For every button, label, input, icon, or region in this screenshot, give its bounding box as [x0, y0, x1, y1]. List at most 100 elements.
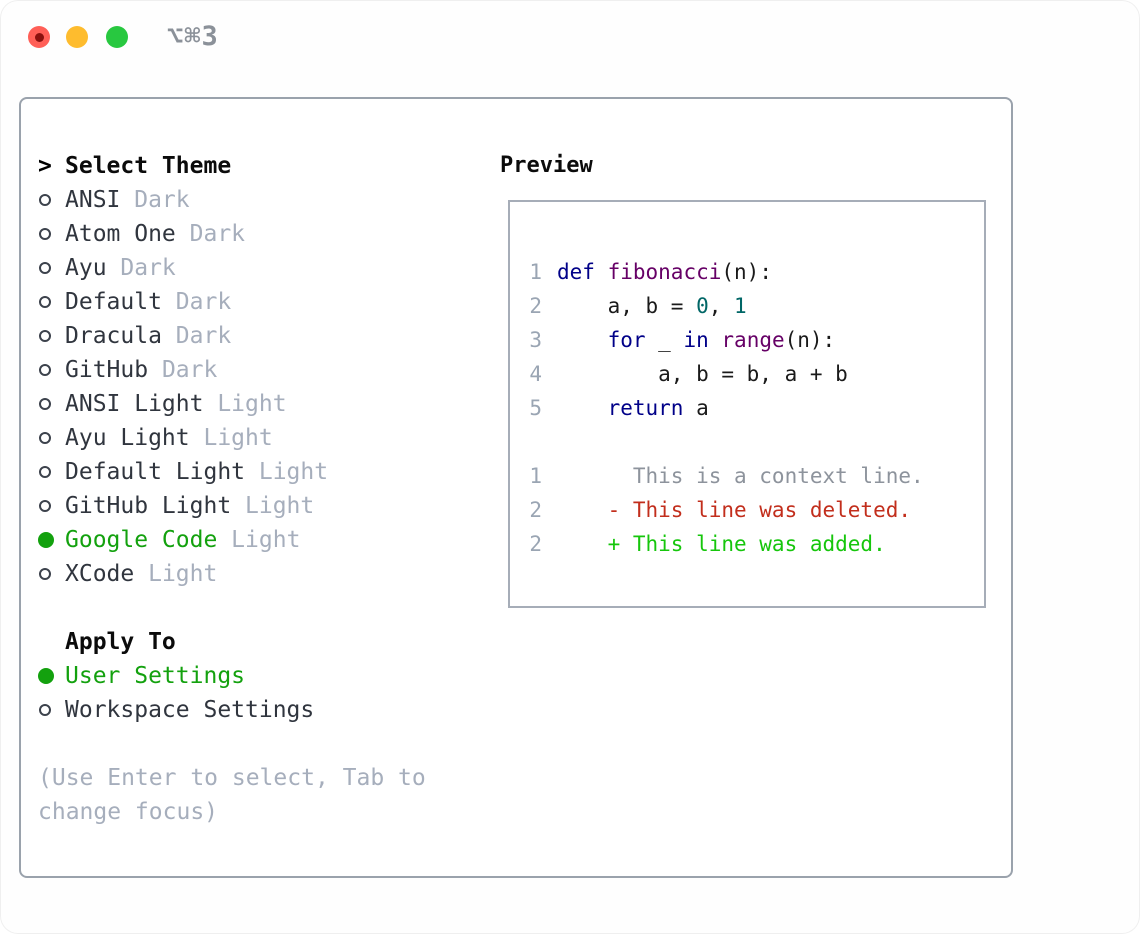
theme-option-default[interactable]: Default Dark: [38, 285, 426, 319]
theme-option-ayu-light[interactable]: Ayu Light Light: [38, 421, 426, 455]
theme-name: Ayu Light: [65, 425, 190, 451]
theme-name: Default Light: [65, 459, 246, 485]
theme-variant-tag: Light: [245, 459, 329, 485]
theme-option-github-light[interactable]: GitHub Light Light: [38, 489, 426, 523]
apply-option-workspace-settings[interactable]: Workspace Settings: [38, 693, 426, 727]
radio-icon: [38, 262, 65, 274]
line-number: 1: [529, 260, 542, 284]
radio-icon: [38, 432, 65, 444]
theme-option-ansi-light[interactable]: ANSI Light Light: [38, 387, 426, 421]
theme-list-header-row: > Select Theme: [38, 149, 426, 183]
code-line: 5 return a: [528, 391, 984, 425]
spacer: [38, 591, 426, 625]
selected-radio-icon: [38, 532, 65, 548]
line-number: 2: [529, 294, 542, 318]
code-content: return a: [607, 396, 709, 420]
theme-variant-tag: Light: [217, 527, 301, 553]
titlebar: ⌥⌘3: [0, 0, 1140, 74]
apply-to-header: Apply To: [65, 629, 176, 655]
prompt-caret: >: [38, 153, 52, 179]
radio-icon: [38, 194, 65, 206]
theme-name: Default: [65, 289, 162, 315]
code-content: a, b = b, a + b: [557, 362, 848, 386]
radio-icon: [38, 568, 65, 580]
code-line: 4 a, b = b, a + b: [528, 357, 984, 391]
spacer: [528, 425, 984, 459]
line-number: 2: [529, 498, 542, 522]
radio-icon: [38, 296, 65, 308]
diff-content: - This line was deleted.: [557, 498, 912, 522]
radio-icon: [38, 330, 65, 342]
theme-variant-tag: Light: [189, 425, 273, 451]
radio-icon: [38, 466, 65, 478]
theme-name: GitHub Light: [65, 493, 232, 519]
radio-icon: [38, 704, 65, 716]
theme-variant-tag: Light: [231, 493, 315, 519]
diff-preview: 1 This is a context line.2 - This line w…: [528, 459, 984, 561]
apply-option-label: User Settings: [65, 663, 246, 689]
theme-option-atom-one[interactable]: Atom One Dark: [38, 217, 426, 251]
code-content: a, b = 0, 1: [557, 294, 747, 318]
close-button[interactable]: [28, 26, 50, 48]
zoom-button[interactable]: [106, 26, 128, 48]
theme-option-google-code[interactable]: Google Code Light: [38, 523, 426, 557]
code-line: 2 a, b = 0, 1: [528, 289, 984, 323]
theme-option-ansi[interactable]: ANSI Dark: [38, 183, 426, 217]
diff-line-added: 2 + This line was added.: [528, 527, 984, 561]
theme-variant-tag: Light: [203, 391, 287, 417]
minimize-button[interactable]: [66, 26, 88, 48]
code-content: def fibonacci(n):: [557, 260, 772, 284]
help-line-1: (Use Enter to select, Tab to: [38, 765, 426, 791]
line-number: 3: [529, 328, 542, 352]
diff-line-context: 1 This is a context line.: [528, 459, 984, 493]
theme-variant-tag: Dark: [120, 187, 190, 213]
theme-name: ANSI: [65, 187, 121, 213]
theme-option-xcode[interactable]: XCode Light: [38, 557, 426, 591]
theme-name: GitHub: [65, 357, 149, 383]
line-number: 4: [529, 362, 542, 386]
apply-option-user-settings[interactable]: User Settings: [38, 659, 426, 693]
selected-radio-icon: [38, 668, 65, 684]
window-shortcut-title: ⌥⌘3: [167, 21, 219, 52]
code-line: 3 for _ in range(n):: [528, 323, 984, 357]
help-text: (Use Enter to select, Tab to change focu…: [38, 761, 426, 829]
theme-variant-tag: Dark: [106, 255, 176, 281]
apply-to-header-row: Apply To: [38, 625, 426, 659]
theme-name: ANSI Light: [65, 391, 204, 417]
theme-option-github[interactable]: GitHub Dark: [38, 353, 426, 387]
theme-option-ayu[interactable]: Ayu Dark: [38, 251, 426, 285]
radio-icon: [38, 398, 65, 410]
diff-content: This is a context line.: [557, 464, 924, 488]
theme-variant-tag: Dark: [175, 221, 246, 247]
theme-option-dracula[interactable]: Dracula Dark: [38, 319, 426, 353]
line-number: 5: [529, 396, 542, 420]
apply-option-label: Workspace Settings: [65, 697, 315, 723]
diff-line-deleted: 2 - This line was deleted.: [528, 493, 984, 527]
theme-option-default-light[interactable]: Default Light Light: [38, 455, 426, 489]
radio-icon: [38, 228, 65, 240]
spacer: [38, 727, 426, 761]
theme-name: Dracula: [65, 323, 162, 349]
theme-list-header: Select Theme: [65, 153, 232, 179]
line-number: 1: [529, 464, 542, 488]
line-number: 2: [529, 532, 542, 556]
theme-name: Ayu: [65, 255, 107, 281]
theme-variant-tag: Light: [134, 561, 218, 587]
code-content: for _ in range(n):: [607, 328, 836, 352]
theme-variant-tag: Dark: [161, 323, 232, 349]
theme-name: XCode: [65, 561, 135, 587]
preview-header: Preview: [500, 153, 593, 178]
code-line: 1 def fibonacci(n):: [528, 255, 984, 289]
theme-variant-tag: Dark: [161, 289, 232, 315]
radio-icon: [38, 500, 65, 512]
radio-icon: [38, 364, 65, 376]
theme-name: Atom One: [65, 221, 176, 247]
diff-content: + This line was added.: [557, 532, 886, 556]
theme-variant-tag: Dark: [148, 357, 218, 383]
